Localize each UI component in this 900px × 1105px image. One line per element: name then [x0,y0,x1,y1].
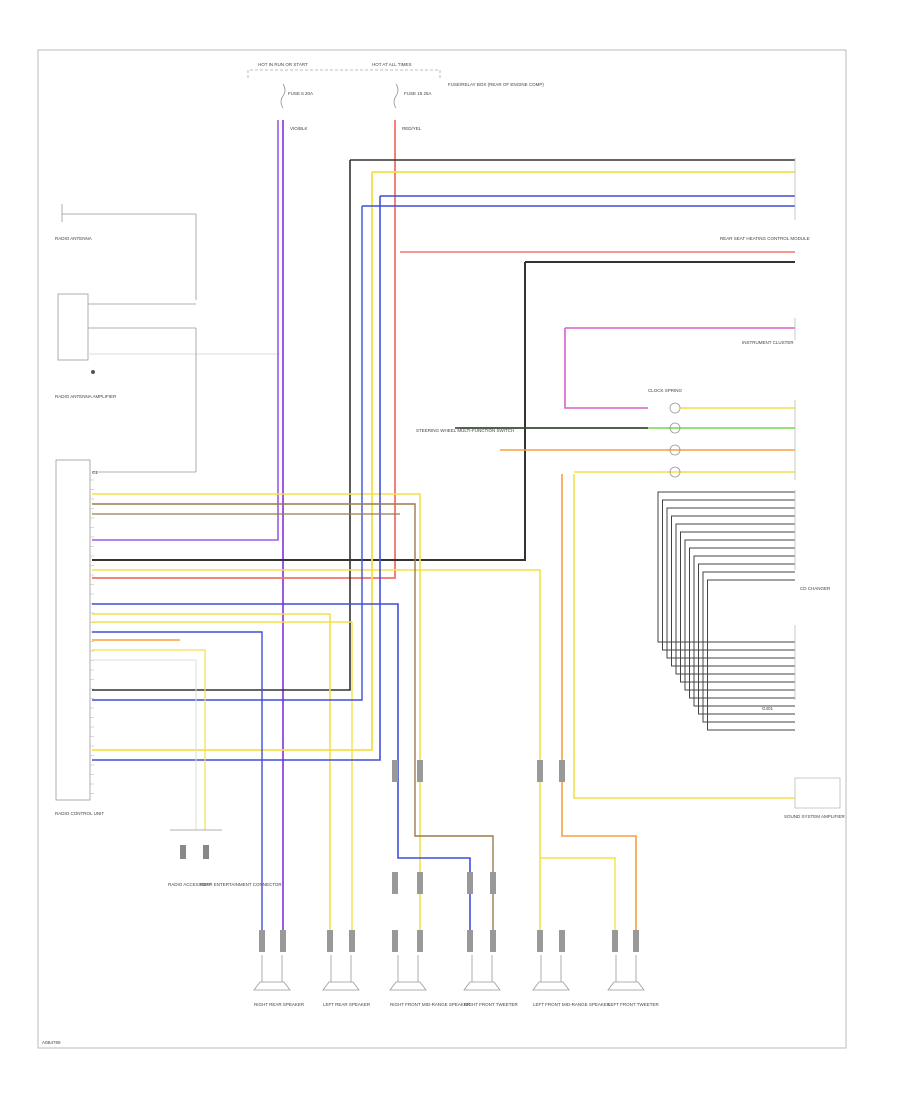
speaker-icon [463,981,501,991]
wire-blue-3 [92,603,471,940]
fuse-2-sub-label: FUSE 15 25A [404,91,432,96]
radio-antenna-group: RADIO ANTENNA [55,204,197,300]
inline-connector [490,930,496,952]
inline-connector [559,930,565,952]
wire-yellow-6 [540,857,616,940]
inline-connector [280,930,286,952]
inline-connector [467,872,473,894]
inline-connector [349,930,355,952]
bundle-wire [707,579,795,731]
speaker-label: RIGHT FRONT MID-RANGE SPEAKER [390,1002,471,1007]
bundle-wire [689,547,795,699]
ground-label: G401 [762,706,774,711]
radio-accessory-group: RADIO ACCESSORY REAR ENTERTAINMENT CONNE… [92,649,282,887]
inline-connector [559,760,565,782]
speaker-icon [607,981,645,991]
wire-bundle [657,491,795,731]
sound-system-label: SOUND SYSTEM AMPLIFIER [784,814,846,819]
clock-spring-label: CLOCK SPRING [648,388,683,393]
bundle-wire [680,531,795,683]
fuse-box: HOT IN RUN OR START HOT AT ALL TIMES FUS… [247,62,544,131]
inline-connector [417,760,423,782]
radio-pin-marks [90,479,94,794]
right-connectors [794,158,841,809]
wire-brown [92,503,494,940]
speaker-label: RIGHT REAR SPEAKER [254,1002,305,1007]
speaker-label: LEFT FRONT MID-RANGE SPEAKER [533,1002,611,1007]
radio-control-unit-label: RADIO CONTROL UNIT [55,811,104,816]
fuse-box-label: FUSE/RELAY BOX (REAR OF ENGINE COMP) [448,82,544,87]
radio-antenna-amplifier-label: RADIO ANTENNA AMPLIFIER [55,394,117,399]
wire-violet-power-2 [92,120,279,541]
speaker-icon [532,981,570,991]
inline-connector [327,930,333,952]
inline-connectors [259,760,639,952]
wire-yellow-1 [92,171,795,751]
fuse-2-top-label: HOT AT ALL TIMES [372,62,412,67]
steering-switch-label: STEERING WHEEL MULTI-FUNCTION SWITCH [416,428,514,433]
speaker-label: LEFT REAR SPEAKER [323,1002,371,1007]
speaker-icon [389,981,427,991]
wire-blue-2 [92,205,795,701]
wire-black-can [92,159,795,691]
inline-connector [633,930,639,952]
inline-connector [417,872,423,894]
radio-accessory-label: RADIO ACCESSORY [168,882,211,887]
rear-entertainment-label: REAR ENTERTAINMENT CONNECTOR [200,882,282,887]
wire-yellow-5 [92,569,541,940]
wire-yellow-3 [92,613,331,940]
fuse-1-wire-code: VIO/BLK [290,126,308,131]
bundle-wire [693,555,795,707]
inline-connector [259,930,265,952]
wire-pink-cluster [564,327,795,409]
inline-connector [392,760,398,782]
inline-connector [537,760,543,782]
fuse-2-symbol [393,83,399,109]
fuse-1-sub-label: FUSE 6 20A [288,91,313,96]
bundle-wire [662,499,795,651]
clock-spring-symbols [669,402,681,478]
radio-connector-label: C1 [92,470,98,475]
rear-seat-module-label: REAR SEAT HEATING CONTROL MODULE [720,236,810,241]
wire-black-gnd [92,261,795,561]
inline-connector [392,930,398,952]
speaker-label: RIGHT FRONT TWEETER [464,1002,519,1007]
wire-red-power [92,120,396,579]
cd-changer-label: CD CHANGER [800,586,831,591]
fuse-1-symbol [280,83,286,109]
inline-connector [417,930,423,952]
radio-antenna-label: RADIO ANTENNA [55,236,92,241]
instrument-cluster-label: INSTRUMENT CLUSTER [742,340,794,345]
diagram-frame [37,49,847,1049]
inline-connector [392,872,398,894]
wire-orange [92,474,637,940]
bundle-wire [671,515,795,667]
bundle-wire [702,571,795,723]
radio-control-unit: C1 RADIO CONTROL UNIT [55,459,104,816]
bundle-wire [657,491,795,643]
bundle-wire [675,523,795,675]
fuse-1-top-label: HOT IN RUN OR START [258,62,308,67]
bundle-wire [684,539,795,691]
wire-yellow-7 [92,621,353,940]
wire-yellow-2 [92,493,421,940]
speakers-group: RIGHT REAR SPEAKER LEFT REAR SPEAKER RIGHT… [253,955,660,1007]
inline-connector [537,930,543,952]
speaker-label: LEFT FRONT TWEETER [608,1002,660,1007]
inline-connector [490,872,496,894]
wire-blue-4 [92,631,263,940]
fuse-2-wire-code: RED/YEL [402,126,422,131]
footer-code: A0B4789 [42,1040,61,1045]
speaker-icon [253,981,291,991]
inline-connector [612,930,618,952]
wire-blue-1 [92,195,795,761]
inline-connector [467,930,473,952]
wire-yellow-4 [573,474,795,799]
speaker-icon [322,981,360,991]
bundle-wire [666,507,795,659]
radio-antenna-amplifier-group: RADIO ANTENNA AMPLIFIER [55,293,280,473]
bundle-wire [698,563,795,715]
